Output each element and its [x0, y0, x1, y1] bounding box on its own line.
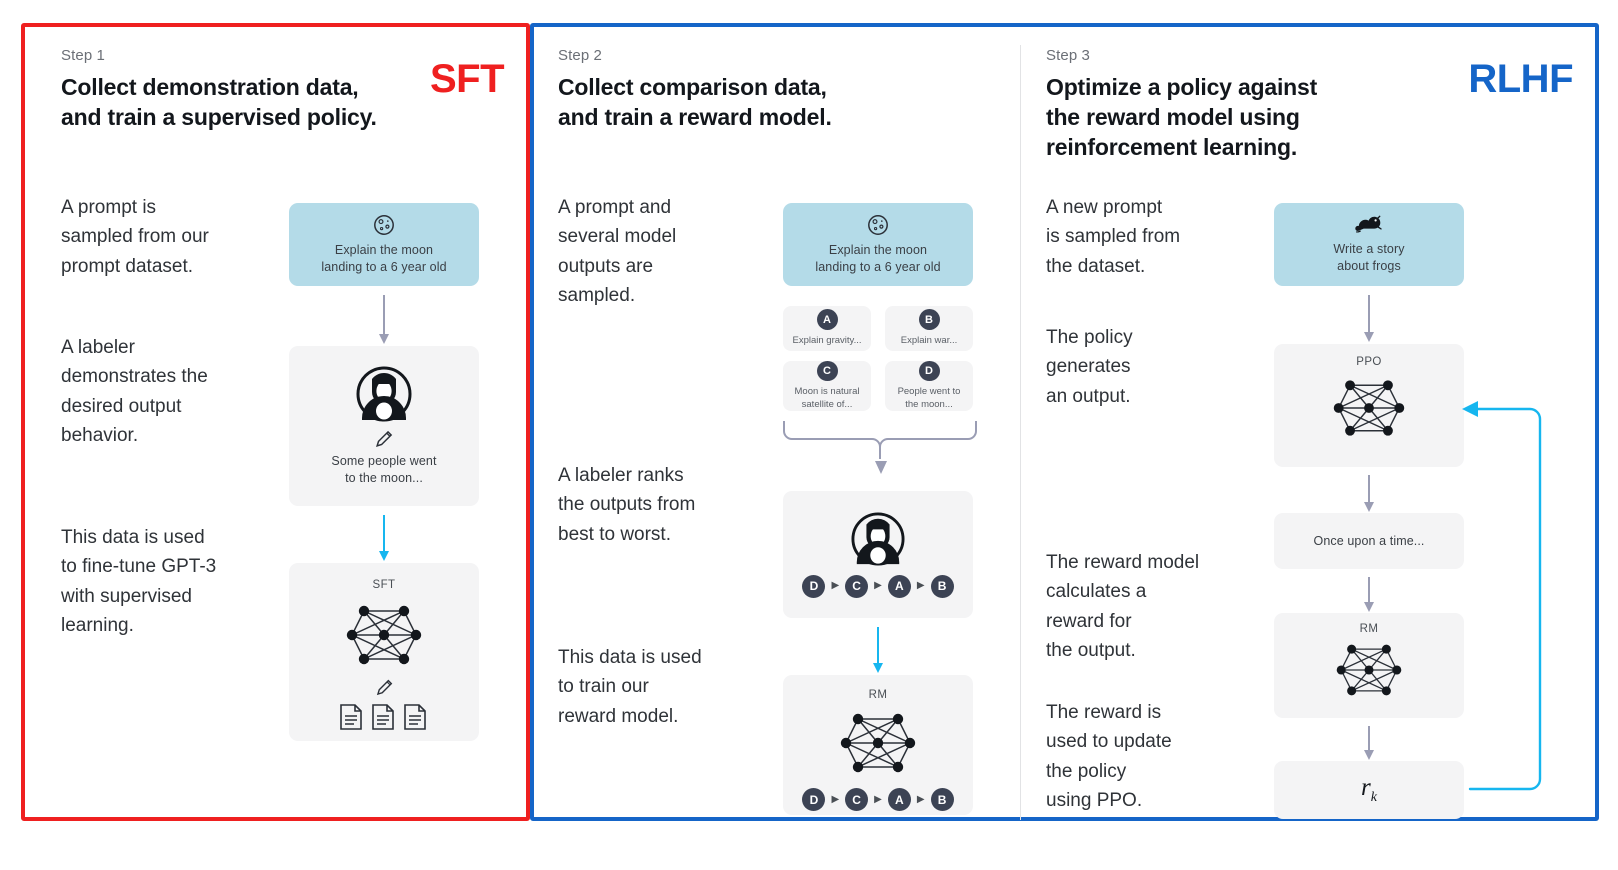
rank-sep-b1: ▶ — [831, 793, 840, 805]
neural-network-icon — [1331, 637, 1407, 703]
step-2-paragraph-1: A prompt and several model outputs are s… — [558, 197, 677, 307]
step-3-label: Step 3 — [1046, 47, 1090, 64]
step-2-ranking-row-bottom: D ▶ C ▶ A ▶ B — [802, 788, 954, 811]
step-1-arrow-1 — [379, 295, 389, 344]
rank-pill-b4: B — [930, 788, 954, 811]
rank-pill-4: B — [930, 574, 954, 598]
step-3-reward-model-box: RM — [1274, 613, 1464, 718]
documents-icon — [338, 702, 430, 732]
step-1-paragraph-2: A labeler demonstrates the desired outpu… — [61, 337, 208, 447]
neural-network-icon — [836, 705, 920, 781]
rank-sep-2: ▶ — [874, 580, 882, 591]
rank-pill-b2: C — [845, 788, 869, 811]
rank-sep-3: ▶ — [916, 580, 925, 591]
step-1-labeler-output: Some people went to the moon... — [331, 453, 437, 485]
pencil-icon — [374, 677, 395, 698]
rank-pill-3: A — [887, 574, 911, 598]
rank-pill-2: C — [845, 574, 869, 598]
rank-sep-b3: ▶ — [916, 793, 925, 805]
step-1-prompt-text: Explain the moon landing to a 6 year old — [321, 243, 447, 274]
step-1-paragraph-3: This data is used to fine-tune GPT-3 wit… — [61, 527, 217, 637]
step-1-paragraph-1: A prompt is sampled from our prompt data… — [61, 197, 209, 277]
moon-icon — [372, 213, 396, 237]
step-1-model-box: SFT — [289, 563, 479, 741]
rank-sep-1: ▶ — [831, 580, 840, 591]
step-2-reward-model-box: RM D ▶ C ▶ A ▶ — [783, 675, 973, 815]
step-3-arrow-1 — [1364, 295, 1374, 342]
step-3-policy-tag: PPO — [1356, 356, 1382, 368]
step-3-policy-box: PPO — [1274, 344, 1464, 467]
step-2-column: Step 2 Collect comparison data, and trai… — [530, 23, 1022, 821]
option-text-b: Explain war... — [900, 335, 958, 347]
step-3-paragraph-3: The reward model calculates a reward for… — [1046, 552, 1200, 662]
step-1-labeler-box: Some people went to the moon... — [289, 346, 479, 506]
step-1-prompt-box: Explain the moon landing to a 6 year old — [289, 203, 479, 286]
column-divider — [1020, 45, 1021, 820]
pencil-icon — [373, 428, 395, 450]
step-2-label: Step 2 — [558, 47, 602, 64]
step-2-title: Collect comparison data, and train a rew… — [558, 74, 832, 130]
step-3-arrow-2 — [1364, 475, 1374, 512]
step-3-output-box: Once upon a time... — [1274, 513, 1464, 569]
option-text-d: People went to the moon... — [897, 386, 961, 410]
step-3-title: Optimize a policy against the reward mod… — [1046, 74, 1318, 160]
step-3-prompt-box: Write a story about frogs — [1274, 203, 1464, 286]
sft-badge: SFT — [429, 57, 505, 101]
option-letter-a: A — [816, 309, 838, 331]
step-2-prompt-box: Explain the moon landing to a 6 year old — [783, 203, 973, 286]
step-2-model-tag: RM — [868, 689, 888, 701]
rank-pill-1: D — [802, 574, 826, 598]
step-3-column: Step 3 Optimize a policy against the rew… — [1022, 23, 1599, 821]
option-letter-d: D — [918, 361, 940, 382]
step-2-merge-brace — [778, 419, 982, 481]
step-2-ranking-box: D ▶ C ▶ A ▶ B — [783, 491, 973, 618]
option-text-a: Explain gravity... — [792, 335, 862, 347]
step-3-reward-box: rk — [1274, 761, 1464, 819]
step-2-arrow-to-rm — [873, 627, 883, 673]
labeler-avatar-icon — [851, 511, 905, 566]
step-3-reward-tag: RM — [1359, 623, 1379, 635]
step-3-arrow-3 — [1364, 577, 1374, 612]
option-text-c: Moon is natural satellite of... — [794, 386, 860, 410]
rank-pill-b3: A — [887, 788, 911, 811]
neural-network-icon — [342, 597, 426, 673]
step-3-paragraph-4: The reward is used to update the policy … — [1046, 702, 1172, 812]
step-2-prompt-text: Explain the moon landing to a 6 year old — [815, 243, 941, 274]
step-1-model-tag: SFT — [372, 579, 396, 591]
step-3-prompt-text: Write a story about frogs — [1333, 242, 1405, 273]
option-card-c: C Moon is natural satellite of... — [783, 361, 871, 411]
rank-pill-b1: D — [802, 788, 826, 811]
step-1-column: Step 1 Collect demonstration data, and t… — [21, 23, 530, 821]
step-1-label: Step 1 — [61, 47, 105, 64]
step-2-paragraph-3: This data is used to train our reward mo… — [558, 647, 702, 727]
option-letter-b: B — [918, 309, 940, 331]
option-card-d: D People went to the moon... — [885, 361, 973, 411]
option-letter-c: C — [816, 361, 838, 382]
rank-sep-b2: ▶ — [874, 793, 882, 805]
step-3-output-text: Once upon a time... — [1313, 533, 1425, 548]
feedback-loop-arrow — [1452, 381, 1567, 796]
step-2-paragraph-2: A labeler ranks the outputs from best to… — [558, 465, 696, 545]
option-card-b: B Explain war... — [885, 306, 973, 351]
step-2-ranking-row: D ▶ C ▶ A ▶ B — [802, 574, 954, 598]
moon-icon — [866, 213, 890, 237]
step-1-arrow-2 — [379, 515, 389, 561]
reward-symbol: r — [1361, 774, 1371, 801]
neural-network-icon — [1329, 372, 1409, 444]
rlhf-badge: RLHF — [1468, 57, 1573, 101]
option-card-a: A Explain gravity... — [783, 306, 871, 351]
step-3-arrow-4 — [1364, 726, 1374, 760]
labeler-avatar-icon — [356, 366, 412, 422]
frog-icon — [1354, 214, 1384, 236]
reward-subscript: k — [1370, 790, 1377, 805]
step-3-paragraph-1: A new prompt is sampled from the dataset… — [1046, 197, 1181, 277]
step-3-paragraph-2: The policy generates an output. — [1046, 327, 1133, 407]
step-1-title: Collect demonstration data, and train a … — [61, 74, 377, 130]
